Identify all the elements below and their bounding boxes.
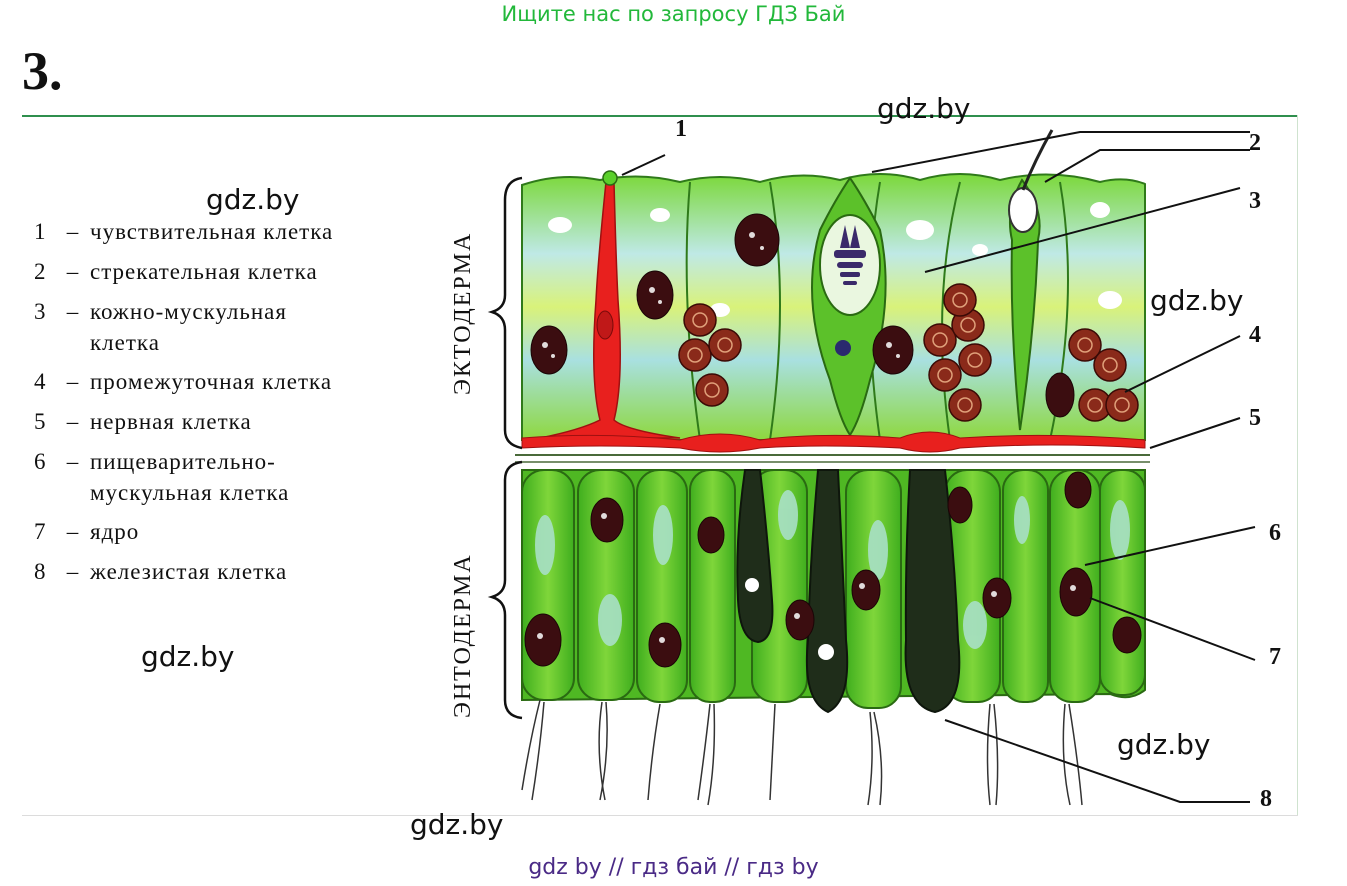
legend-number: 3: [34, 299, 47, 324]
legend-text: железистая клетка: [90, 559, 288, 584]
callout-3: 3: [1249, 188, 1261, 214]
legend-text: пищеварительно- мускульная клетка: [90, 449, 290, 505]
callout-7: 7: [1269, 644, 1281, 670]
legend-number: 4: [34, 369, 47, 394]
legend-dash: –: [66, 409, 80, 434]
watermark: gdz.by: [1150, 284, 1244, 317]
legend-text: ядро: [90, 519, 140, 544]
watermark: gdz.by: [410, 808, 504, 841]
callout-8: 8: [1260, 786, 1272, 812]
legend-dash: –: [66, 299, 80, 324]
endoderm-layer: [521, 469, 1146, 806]
legend-dash: –: [66, 559, 80, 584]
legend-item: 1 – чувствительная клетка: [34, 219, 333, 260]
bottom-divider: [22, 815, 1298, 816]
legend-item: 2 – стрекательная клетка: [34, 259, 333, 300]
callout-2: 2: [1249, 130, 1261, 156]
legend-text: нервная клетка: [90, 409, 252, 434]
callout-4: 4: [1249, 322, 1261, 348]
legend-number: 2: [34, 259, 47, 284]
legend-item: 5 – нервная клетка: [34, 409, 333, 450]
legend-text: стрекательная клетка: [90, 259, 318, 284]
ectoderm-brace: [487, 176, 523, 450]
legend: 1 – чувствительная клетка 2 – стрекатель…: [34, 219, 333, 600]
panel-edge: [1297, 115, 1298, 815]
endoderm-brace: [487, 460, 523, 720]
endoderm-label: ЭНТОДЕРМА: [450, 553, 476, 718]
top-divider: [22, 115, 1298, 117]
top-banner[interactable]: Ищите нас по запросу ГДЗ Бай: [501, 2, 846, 26]
legend-item: 3 – кожно-мускульная клетка: [34, 299, 333, 370]
legend-item: 8 – железистая клетка: [34, 559, 333, 600]
task-number: 3.: [22, 41, 63, 101]
legend-dash: –: [66, 449, 80, 474]
callout-lines: [621, 131, 1256, 803]
legend-number: 6: [34, 449, 47, 474]
legend-text: чувствительная клетка: [90, 219, 334, 244]
watermark: gdz.by: [1117, 728, 1211, 761]
legend-dash: –: [66, 369, 80, 394]
legend-item: 7 – ядро: [34, 519, 333, 560]
legend-text: кожно-мускульная клетка: [90, 299, 287, 355]
callout-6: 6: [1269, 520, 1281, 546]
legend-text: промежуточная клетка: [90, 369, 333, 394]
legend-item: 4 – промежуточная клетка: [34, 369, 333, 410]
legend-number: 7: [34, 519, 47, 544]
legend-dash: –: [66, 259, 80, 284]
legend-dash: –: [66, 219, 80, 244]
legend-item: 6 – пищеварительно- мускульная клетка: [34, 449, 333, 520]
ectoderm-label: ЭКТОДЕРМА: [450, 232, 476, 395]
legend-number: 1: [34, 219, 47, 244]
footer-links[interactable]: gdz by // гдз бай // гдз by: [528, 855, 819, 880]
legend-number: 5: [34, 409, 47, 434]
watermark: gdz.by: [141, 640, 235, 673]
legend-number: 8: [34, 559, 47, 584]
ectoderm-layer: [521, 129, 1146, 453]
callout-1: 1: [675, 116, 687, 142]
legend-dash: –: [66, 519, 80, 544]
watermark: gdz.by: [877, 92, 971, 125]
callout-5: 5: [1249, 405, 1261, 431]
watermark: gdz.by: [206, 183, 300, 216]
